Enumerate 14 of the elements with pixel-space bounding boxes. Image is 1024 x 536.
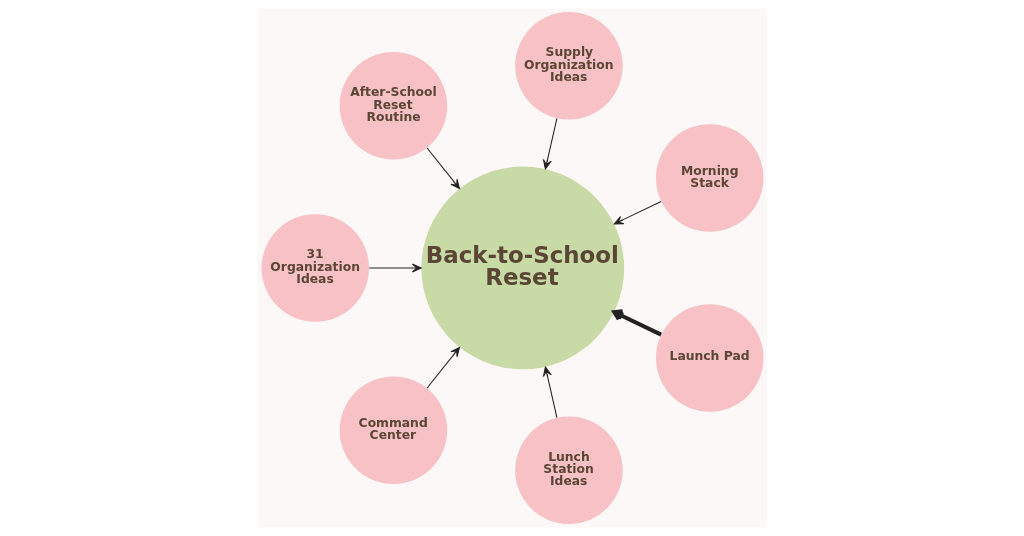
node-circle: After-School Reset Routine bbox=[339, 52, 447, 160]
arrow bbox=[611, 309, 662, 337]
node-circle: 31 Organization Ideas bbox=[261, 214, 369, 322]
node-circle: Lunch Station Ideas bbox=[514, 416, 623, 525]
node-circle: Supply Organization Ideas bbox=[514, 11, 623, 120]
node-circle: Morning Stack bbox=[655, 124, 763, 232]
arrow bbox=[542, 366, 557, 419]
arrow bbox=[368, 263, 422, 273]
node-circle: Command Center bbox=[339, 376, 447, 484]
node-circle: Launch Pad bbox=[655, 304, 763, 412]
arrow bbox=[426, 346, 460, 389]
arrow bbox=[613, 200, 662, 225]
arrow bbox=[542, 117, 557, 170]
arrow bbox=[426, 147, 460, 190]
